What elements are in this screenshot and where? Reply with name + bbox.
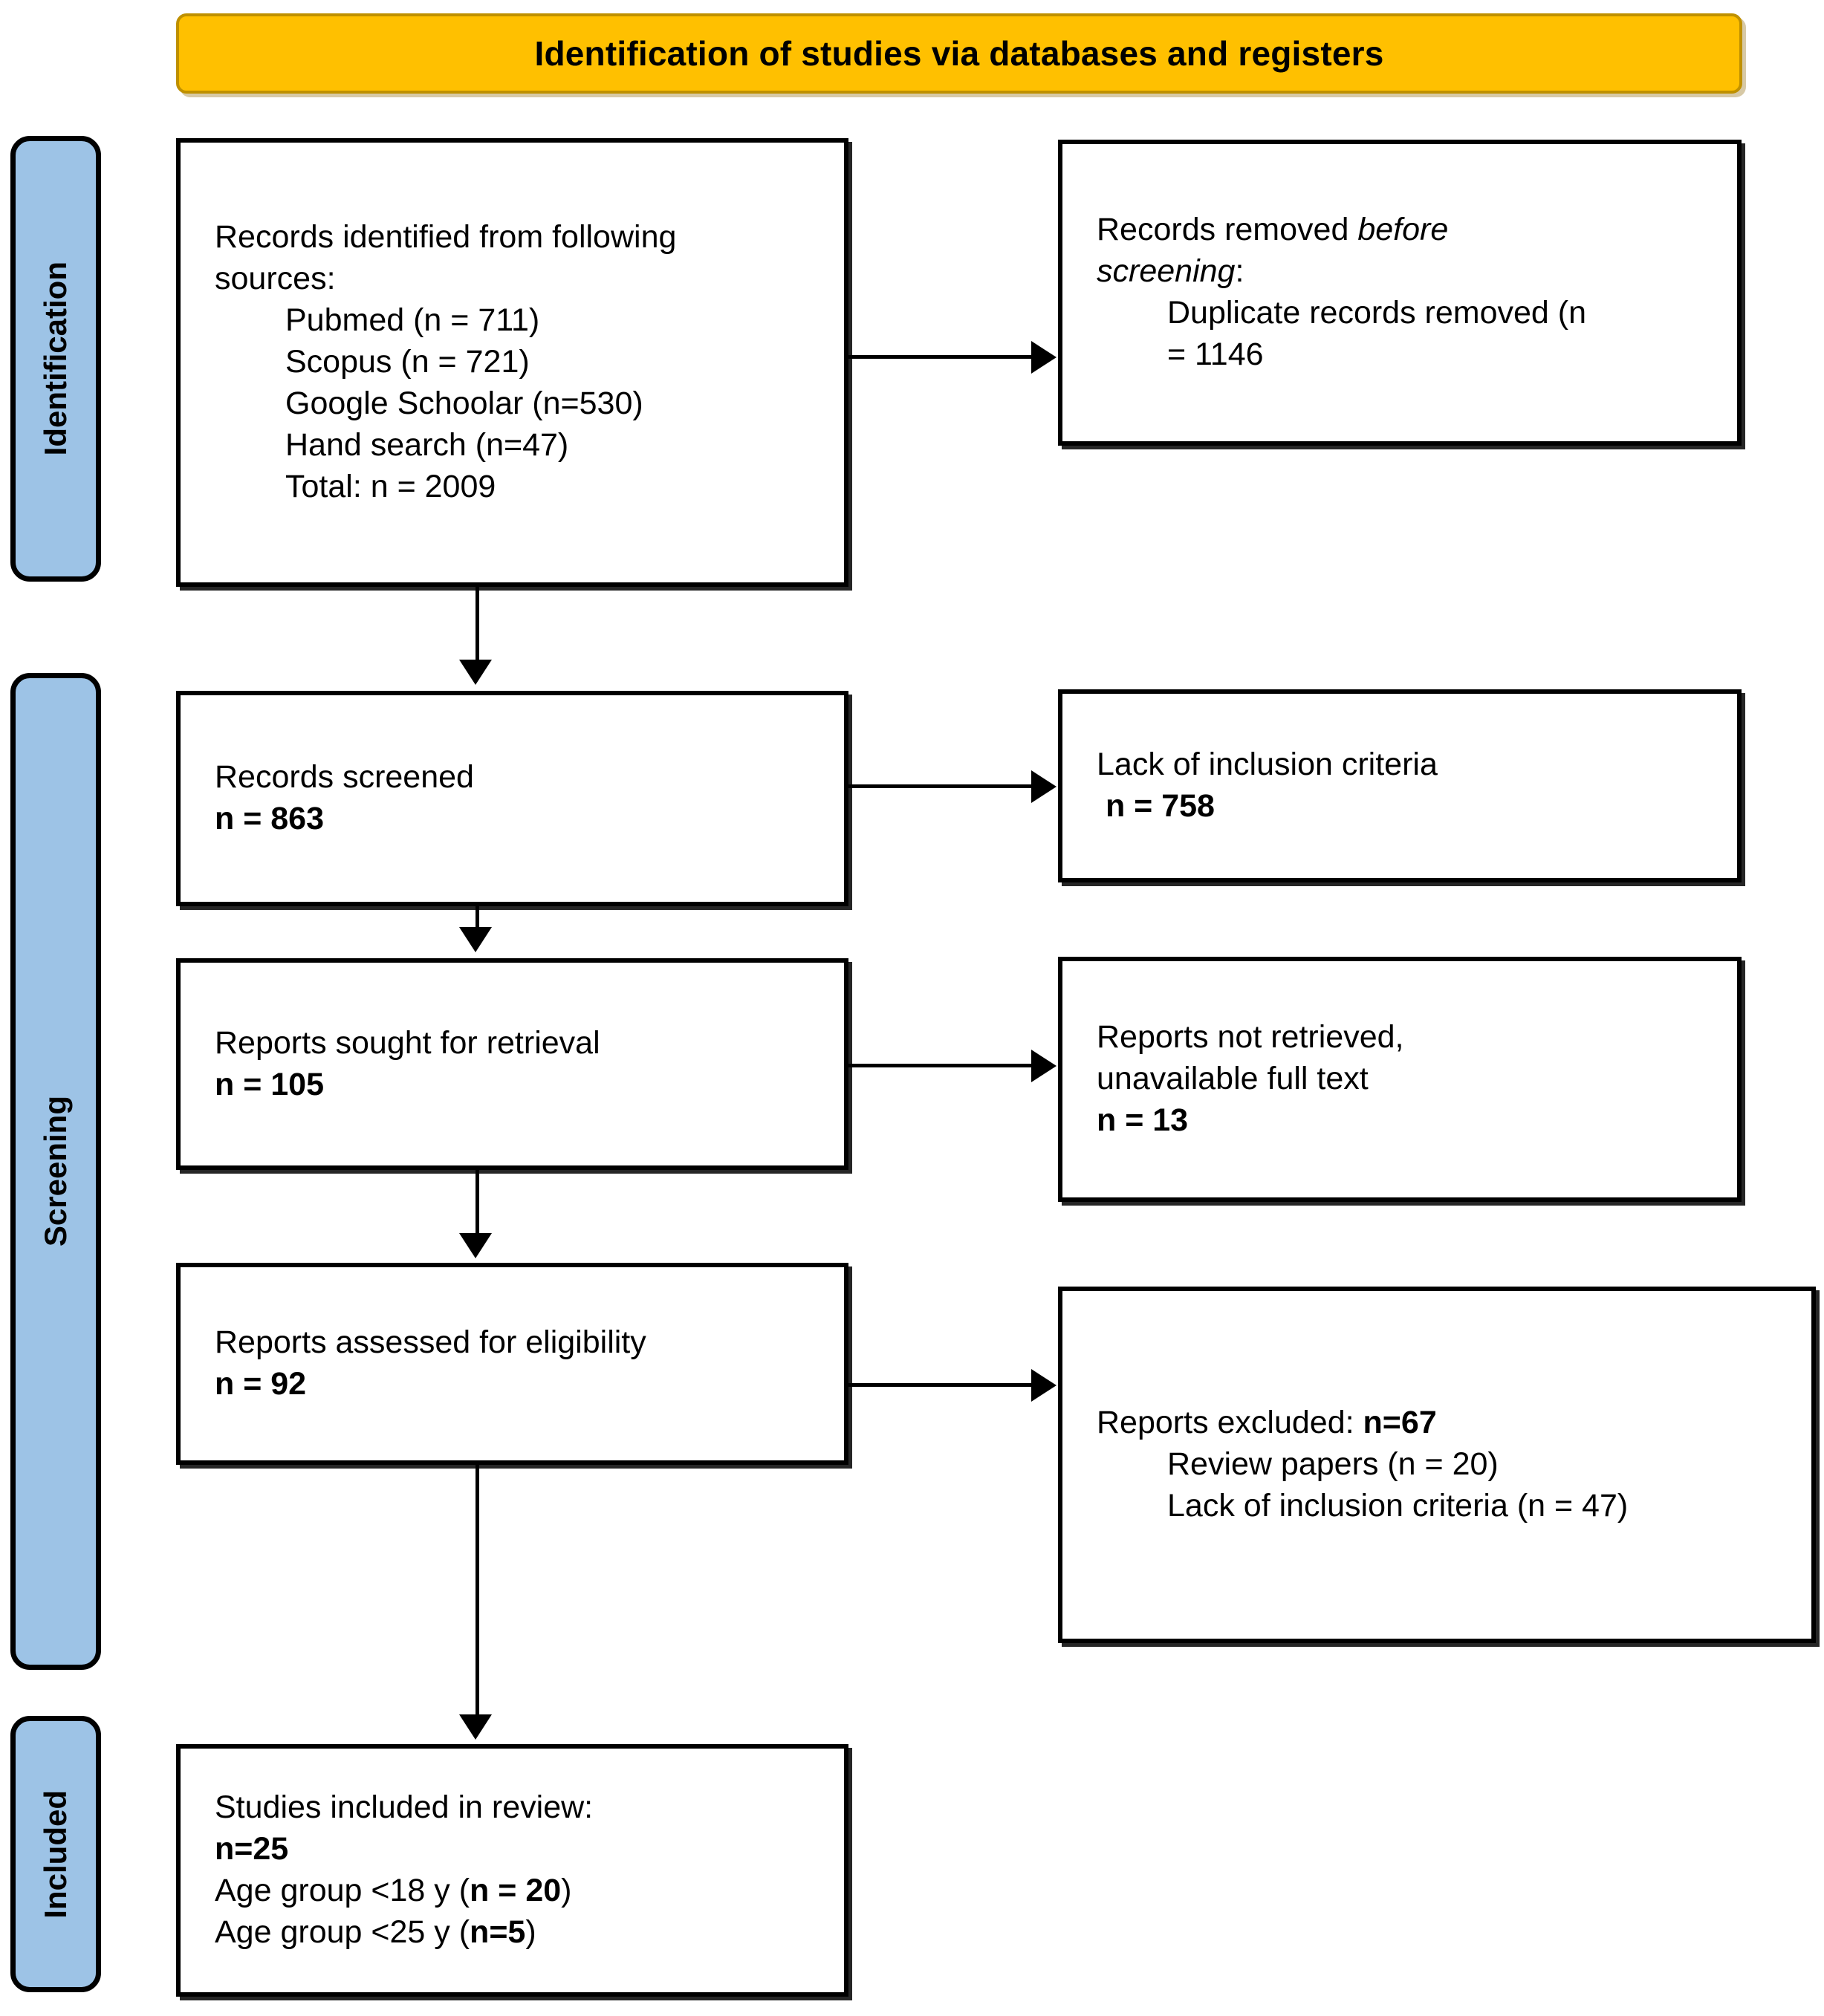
records-removed-emph-screening: screening (1097, 253, 1236, 290)
studies-included-group-under18: Age group <18 y (n = 20) (215, 1870, 828, 1912)
reports-assessed-count: n = 92 (215, 1366, 307, 1402)
reports-sought-label: Reports sought for retrieval (215, 1024, 600, 1061)
box-studies-included: Studies included in review: n=25 Age gro… (176, 1744, 848, 1997)
group-under25-prefix: Age group <25 y ( (215, 1913, 470, 1950)
records-identified-source-hand-search: Hand search (n=47) (285, 426, 569, 463)
records-identified-line-2: sources: (215, 261, 336, 297)
diagram-title-banner: Identification of studies via databases … (176, 13, 1742, 94)
records-removed-duplicates-line-2: = 1146 (1167, 336, 1264, 372)
reports-sought-count: n = 105 (215, 1066, 325, 1102)
reports-assessed-label: Reports assessed for eligibility (215, 1324, 646, 1361)
connector-assessed-to-included (476, 1465, 479, 1716)
records-screened-count: n = 863 (215, 801, 325, 836)
records-identified-source-google-scholar: Google Schoolar (n=530) (285, 385, 643, 421)
stage-label-screening: Screening (10, 673, 101, 1670)
box-reports-assessed: Reports assessed for eligibility n = 92 (176, 1263, 848, 1465)
records-removed-prefix: Records removed (1097, 212, 1358, 248)
connector-screened-to-sought (476, 906, 479, 929)
box-reports-excluded: Reports excluded: n=67 Review papers (n … (1058, 1287, 1816, 1643)
arrowhead-screened-to-sought (459, 927, 492, 952)
box-reports-sought: Reports sought for retrieval n = 105 (176, 958, 848, 1170)
not-retrieved-count: n = 13 (1097, 1102, 1189, 1138)
studies-included-group-under25: Age group <25 y (n=5) (215, 1912, 828, 1954)
group-under18-count: n = 20 (470, 1873, 562, 1908)
group-under25-count: n=5 (470, 1913, 526, 1950)
records-removed-emph-before: before (1357, 212, 1449, 248)
arrowhead-sought-to-not-retrieved (1031, 1050, 1057, 1082)
records-removed-line-1: Records removed before (1097, 209, 1721, 251)
arrowhead-sought-to-assessed (459, 1233, 492, 1258)
reports-excluded-reason-lack-criteria: Lack of inclusion criteria (n = 47) (1167, 1487, 1629, 1524)
box-records-removed: Records removed before screening: Duplic… (1058, 140, 1742, 446)
reports-excluded-reason-review-papers: Review papers (n = 20) (1167, 1446, 1499, 1483)
box-records-screened: Records screened n = 863 (176, 691, 848, 906)
group-under18-suffix: ) (561, 1873, 572, 1908)
connector-identified-to-removed (848, 355, 1034, 359)
group-under25-suffix: ) (525, 1913, 536, 1950)
studies-included-label: Studies included in review: (215, 1789, 594, 1826)
connector-assessed-to-excluded (848, 1383, 1034, 1387)
records-identified-line-1: Records identified from following (215, 219, 677, 256)
connector-sought-to-not-retrieved (848, 1064, 1034, 1067)
lack-criteria-count: n = 758 (1097, 788, 1215, 824)
records-identified-source-pubmed: Pubmed (n = 711) (285, 302, 540, 339)
group-under18-prefix: Age group <18 y ( (215, 1873, 470, 1908)
connector-screened-to-lack-criteria (848, 784, 1034, 788)
arrowhead-identified-to-screened (459, 660, 492, 685)
box-records-identified: Records identified from following source… (176, 138, 848, 587)
stage-label-included: Included (10, 1716, 101, 1992)
not-retrieved-line-2: unavailable full text (1097, 1061, 1369, 1097)
records-removed-line-2: screening: (1097, 251, 1721, 293)
not-retrieved-line-1: Reports not retrieved, (1097, 1019, 1404, 1056)
lack-criteria-label: Lack of inclusion criteria (1097, 747, 1438, 783)
box-reports-not-retrieved: Reports not retrieved, unavailable full … (1058, 957, 1742, 1202)
arrowhead-assessed-to-included (459, 1714, 492, 1740)
records-screened-label: Records screened (215, 759, 474, 796)
reports-excluded-prefix: Reports excluded: (1097, 1405, 1363, 1441)
diagram-title-text: Identification of studies via databases … (534, 33, 1384, 73)
connector-identified-to-screened (476, 587, 479, 661)
studies-included-count: n=25 (215, 1831, 289, 1867)
stage-label-included-text: Included (38, 1789, 73, 1919)
arrowhead-identified-to-removed (1031, 341, 1057, 374)
arrowhead-screened-to-lack-criteria (1031, 770, 1057, 803)
reports-excluded-count: n=67 (1363, 1405, 1437, 1441)
reports-excluded-line-1: Reports excluded: n=67 (1097, 1402, 1795, 1444)
records-identified-total: Total: n = 2009 (285, 468, 496, 504)
stage-label-identification: Identification (10, 136, 101, 582)
stage-label-identification-text: Identification (38, 261, 73, 456)
box-lack-of-inclusion-criteria: Lack of inclusion criteria n = 758 (1058, 689, 1742, 882)
stage-label-screening-text: Screening (38, 1096, 73, 1247)
connector-sought-to-assessed (476, 1168, 479, 1235)
records-removed-colon: : (1235, 253, 1244, 290)
records-removed-duplicates-line-1: Duplicate records removed (n (1167, 295, 1587, 331)
arrowhead-assessed-to-excluded (1031, 1369, 1057, 1402)
records-identified-source-scopus: Scopus (n = 721) (285, 344, 530, 380)
